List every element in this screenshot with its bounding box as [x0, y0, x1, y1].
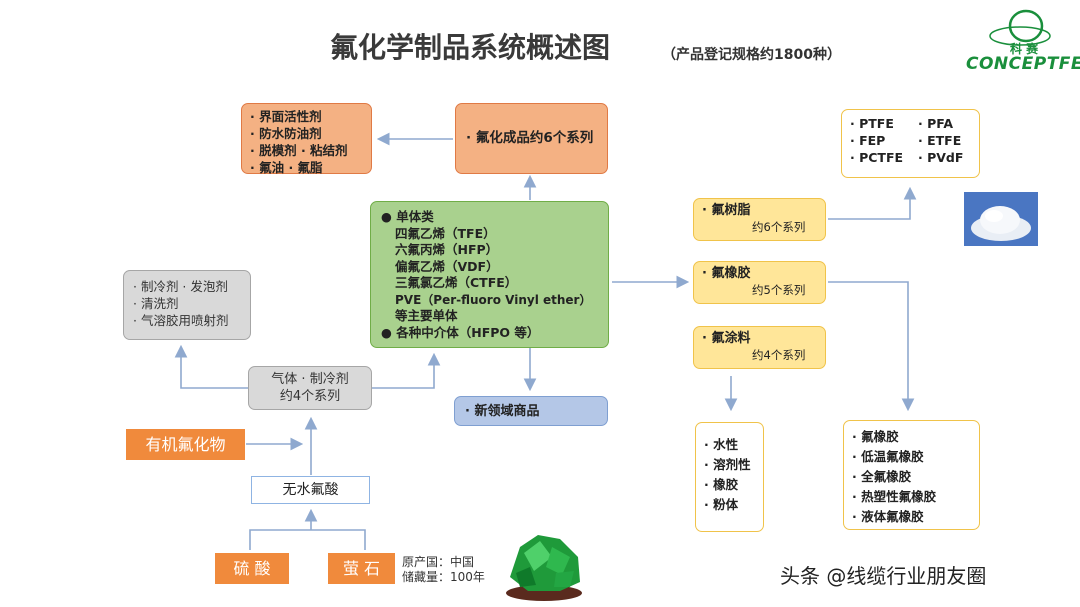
- new-products-box: · 新领域商品: [454, 396, 608, 426]
- list-item: · 橡胶: [704, 477, 739, 492]
- arrow-rubber-to-types: [828, 281, 915, 412]
- arrow-resin-to-types: [828, 186, 917, 220]
- sulfuric-acid-box: 硫 酸: [215, 553, 289, 584]
- coating-types-box: · 水性 · 溶剂性 · 橡胶 · 粉体: [695, 422, 764, 532]
- list-item: · PCTFE: [850, 150, 904, 165]
- organic-fluoride-label: 有机氟化物: [145, 435, 226, 454]
- rubber-types-box: · 氟橡胶 · 低温氟橡胶 · 全氟橡胶 · 热塑性氟橡胶 · 液体氟橡胶: [843, 420, 980, 530]
- monomer-line: 等主要单体: [395, 308, 458, 323]
- fluorinated-products-label: · 氟化成品约6个系列: [466, 130, 594, 146]
- resin-types-box: · PTFE · FEP · PCTFE · PFA · ETFE · PVdF: [841, 109, 980, 178]
- logo: 科 赛 CONCEPTFE: [962, 6, 1080, 76]
- gas-refrigerant-line: 气体 · 制冷剂: [271, 372, 349, 387]
- monomer-line: 六氟丙烯（HFP）: [395, 242, 499, 257]
- logo-en: CONCEPTFE: [966, 54, 1080, 74]
- arrow-gas-to-monomer: [372, 352, 441, 389]
- rubber-name: · 氟橡胶: [702, 266, 751, 281]
- anhydrous-hf-box: 无水氟酸: [251, 476, 370, 504]
- list-item: · PVdF: [918, 150, 964, 165]
- list-item: · 氟橡胶: [852, 429, 899, 444]
- fluorite-note: 原产国：中国 储藏量：100年: [402, 555, 485, 585]
- ptfe-powder-image: [964, 192, 1038, 246]
- resin-types-right: · PFA · ETFE · PVdF: [918, 115, 963, 166]
- list-item: · 气溶胶用喷射剂: [133, 313, 229, 328]
- organic-fluoride-box: 有机氟化物: [126, 429, 245, 460]
- fluorite-mineral-image: [500, 527, 588, 603]
- monomer-line: 四氟乙烯（TFE）: [395, 225, 496, 241]
- list-item: · 制冷剂 · 发泡剂: [133, 279, 228, 294]
- monomer-line: PVE（Per-fluoro Vinyl ether）: [395, 292, 592, 307]
- fluorite-label: 萤 石: [342, 559, 381, 578]
- logo-mark-icon: [989, 9, 1051, 46]
- page-title: 氟化学制品系统概述图: [330, 31, 611, 64]
- resin-name: · 氟树脂: [702, 203, 751, 218]
- monomer-line: ● 单体类: [381, 209, 434, 224]
- logo-cn: 科 赛: [1010, 42, 1039, 56]
- page-subtitle: （产品登记规格约1800种）: [662, 47, 841, 63]
- gas-refrigerant-box: 气体 · 制冷剂 约4个系列: [248, 366, 372, 410]
- coating-count: 约4个系列: [752, 348, 806, 362]
- list-item: · 低温氟橡胶: [852, 449, 924, 464]
- line-raw-materials: [249, 529, 366, 550]
- list-item: · 氟油 · 氟脂: [250, 160, 323, 175]
- list-item: · 液体氟橡胶: [852, 509, 924, 524]
- list-item: · ETFE: [918, 133, 962, 148]
- fluorite-origin: 原产国：中国: [402, 555, 475, 569]
- monomer-line: ● 各种中介体（HFPO 等）: [381, 324, 540, 340]
- resin-count: 约6个系列: [752, 220, 806, 234]
- arrow-gas-to-applications: [174, 344, 248, 389]
- monomer-line: 偏氟乙烯（VDF）: [395, 258, 499, 274]
- fluorite-reserve: 储藏量：100年: [402, 570, 485, 584]
- list-item: · 水性: [704, 437, 739, 452]
- gas-applications-box: · 制冷剂 · 发泡剂 · 清洗剂 · 气溶胶用喷射剂: [123, 270, 251, 340]
- resin-types-left: · PTFE · FEP · PCTFE: [850, 115, 903, 166]
- list-item: · 界面活性剂: [250, 109, 322, 124]
- fluorinated-products-box: · 氟化成品约6个系列: [455, 103, 608, 174]
- resin-box: · 氟树脂 约6个系列: [693, 198, 826, 241]
- list-item: · 清洗剂: [133, 296, 179, 311]
- coating-box: · 氟涂料 约4个系列: [693, 326, 826, 369]
- list-item: · PTFE: [850, 116, 894, 131]
- list-item: · PFA: [918, 116, 954, 131]
- watermark: 头条 @线缆行业朋友圈: [780, 564, 987, 588]
- list-item: · FEP: [850, 133, 886, 148]
- coating-name: · 氟涂料: [702, 331, 751, 346]
- anhydrous-hf-label: 无水氟酸: [282, 481, 339, 498]
- rubber-count: 约5个系列: [752, 283, 806, 297]
- list-item: · 溶剂性: [704, 457, 751, 472]
- fluorite-box: 萤 石: [328, 553, 395, 584]
- new-products-label: · 新领域商品: [465, 403, 540, 419]
- monomers-box: ● 单体类 四氟乙烯（TFE） 六氟丙烯（HFP） 偏氟乙烯（VDF） 三氟氯乙…: [370, 201, 609, 348]
- list-item: · 防水防油剂: [250, 126, 322, 141]
- monomer-line: 三氟氯乙烯（CTFE）: [395, 275, 518, 290]
- sulfuric-acid-label: 硫 酸: [233, 559, 271, 578]
- list-item: · 全氟橡胶: [852, 469, 912, 484]
- list-item: · 脱模剂 · 粘结剂: [250, 143, 348, 158]
- gas-refrigerant-line: 约4个系列: [279, 389, 341, 404]
- list-item: · 热塑性氟橡胶: [852, 489, 937, 504]
- list-item: · 粉体: [704, 497, 739, 512]
- rubber-box: · 氟橡胶 约5个系列: [693, 261, 826, 304]
- fluorinated-products-list: · 界面活性剂 · 防水防油剂 · 脱模剂 · 粘结剂 · 氟油 · 氟脂: [241, 103, 372, 175]
